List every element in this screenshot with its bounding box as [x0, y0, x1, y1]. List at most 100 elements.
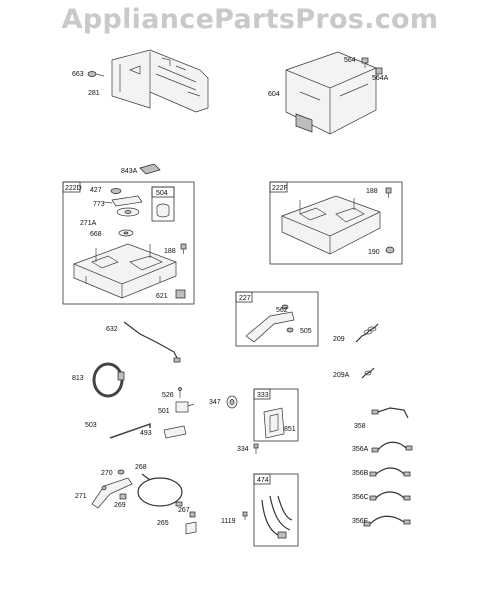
part-503-rod [109, 422, 151, 439]
label-773: 773 [93, 201, 105, 208]
box-474-tag [253, 473, 271, 485]
box-222D-tag [62, 181, 81, 193]
box-474 [253, 473, 299, 547]
label-632: 632 [106, 326, 118, 333]
part-427-spring [110, 188, 122, 194]
box-333 [253, 388, 299, 442]
part-209-spring [355, 323, 379, 343]
label-347: 347 [209, 399, 221, 406]
label-356C: 356C [352, 494, 369, 501]
label-663: 663 [72, 71, 84, 78]
part-621-bracket [175, 289, 186, 299]
part-267-screw [189, 511, 196, 518]
label-503: 503 [85, 422, 97, 429]
label-1119: 1119 [221, 518, 236, 525]
part-604-cover [285, 51, 377, 135]
label-564: 564 [344, 57, 356, 64]
part-504-bushing [156, 203, 170, 218]
label-356B: 356B [352, 470, 369, 477]
label-526: 526 [162, 392, 174, 399]
part-209A-spring [361, 367, 375, 379]
label-358: 358 [354, 423, 366, 430]
part-668-washer [118, 229, 134, 237]
label-356F: 356F [352, 518, 368, 525]
label-209: 209 [333, 336, 345, 343]
part-270-nut [117, 469, 125, 475]
box-222F-tag [269, 181, 288, 193]
part-268-cable [137, 473, 183, 507]
label-265: 265 [157, 520, 169, 527]
label-227: 227 [239, 295, 251, 302]
part-333-armature [263, 407, 285, 439]
part-562-screw [281, 304, 289, 310]
label-209A: 209A [333, 372, 350, 379]
label-564A: 564A [372, 75, 389, 82]
part-526-terminal [178, 387, 182, 398]
label-222F: 222F [272, 185, 288, 192]
part-334-screw [253, 443, 259, 454]
part-773-lever [103, 195, 143, 207]
box-222D [62, 181, 195, 305]
part-356A-wire [371, 441, 413, 453]
part-227-lever [245, 311, 295, 343]
label-268: 268 [135, 464, 147, 471]
label-271: 271 [75, 493, 87, 500]
part-188-screw-a [180, 243, 187, 254]
part-474-harness [261, 495, 293, 539]
part-188-screw-b [385, 187, 392, 198]
label-427: 427 [90, 187, 102, 194]
part-501-switch [175, 401, 195, 413]
part-356F-wire [363, 515, 411, 527]
label-190: 190 [368, 249, 380, 256]
label-493: 493 [140, 430, 152, 437]
label-333: 333 [257, 392, 269, 399]
label-334: 334 [237, 446, 249, 453]
box-504-tag [151, 186, 175, 198]
label-356A: 356A [352, 446, 369, 453]
label-604: 604 [268, 91, 280, 98]
part-269-clip [119, 493, 127, 500]
box-227 [235, 291, 319, 347]
part-505-nut [286, 327, 294, 333]
part-632-wire [123, 321, 181, 363]
box-333-tag [253, 388, 271, 400]
part-265-bracket [185, 521, 197, 535]
part-813-clamp [92, 362, 125, 398]
part-663-screw [87, 71, 105, 77]
part-358-wire [371, 407, 409, 419]
label-501: 501 [158, 408, 170, 415]
label-851: 851 [284, 426, 296, 433]
part-281-bracket [111, 49, 209, 113]
label-843A: 843A [121, 168, 138, 175]
label-813: 813 [72, 375, 84, 382]
label-188-a: 188 [164, 248, 176, 255]
label-271A: 271A [80, 220, 97, 227]
part-564A-clip [375, 67, 383, 75]
label-270: 270 [101, 470, 113, 477]
label-562: 562 [276, 307, 288, 314]
part-222D-base [73, 243, 177, 299]
part-190-stud [385, 246, 395, 254]
label-269: 269 [114, 502, 126, 509]
part-356B-wire [369, 467, 411, 477]
box-222F [269, 181, 403, 265]
label-668: 668 [90, 231, 102, 238]
part-356C-wire [369, 491, 411, 501]
part-271A-plate [116, 207, 140, 217]
part-564-screw [361, 57, 369, 68]
label-504: 504 [156, 190, 168, 197]
label-505: 505 [300, 328, 312, 335]
box-227-tag [235, 291, 253, 303]
label-222D: 222D [65, 185, 82, 192]
part-1119-screw [242, 511, 248, 520]
part-271-lever [91, 477, 133, 509]
label-621: 621 [156, 293, 168, 300]
label-281: 281 [88, 90, 100, 97]
part-222F-base [281, 195, 381, 255]
watermark: AppliancePartsPros.com [61, 4, 439, 35]
part-347-grommet [226, 395, 238, 409]
label-267: 267 [178, 507, 190, 514]
label-188-b: 188 [366, 188, 378, 195]
part-843A-pad [139, 163, 161, 175]
